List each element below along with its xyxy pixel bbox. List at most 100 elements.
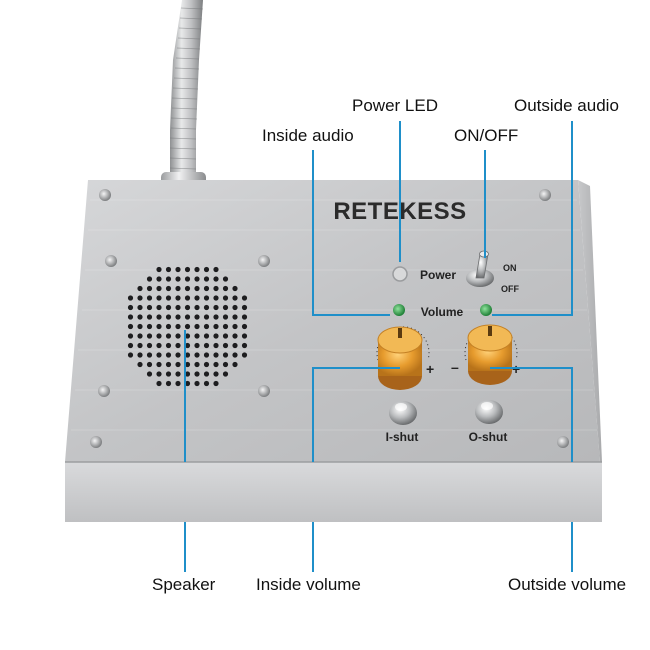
inside-audio-led [393, 304, 405, 316]
speaker-hole [165, 361, 172, 368]
speaker-hole [137, 333, 143, 339]
speaker-hole [146, 361, 153, 368]
speaker-hole [184, 304, 191, 311]
speaker-hole [165, 371, 172, 377]
speaker-hole [127, 314, 134, 320]
speaker-hole [175, 352, 181, 358]
speaker-hole [194, 266, 200, 273]
speaker-hole [194, 342, 200, 349]
speaker-hole [184, 323, 191, 330]
screw-icon [105, 255, 117, 267]
speaker-hole [137, 361, 143, 368]
outside-volume-knob[interactable] [464, 324, 518, 385]
speaker-hole [127, 342, 134, 349]
o-shut-button[interactable] [475, 400, 503, 424]
power-toggle-switch[interactable] [466, 250, 494, 287]
speaker-hole [213, 276, 219, 282]
speaker-hole [156, 371, 162, 377]
i-shut-button[interactable] [389, 401, 417, 425]
speaker-hole [165, 276, 172, 282]
speaker-hole [222, 276, 229, 282]
speaker-hole [165, 323, 172, 330]
speaker-hole [127, 295, 134, 301]
i-shut-label: I-shut [386, 430, 419, 444]
speaker-hole [232, 323, 238, 330]
speaker-hole [203, 380, 210, 387]
speaker-hole [222, 314, 229, 320]
speaker-hole [222, 342, 229, 349]
speaker-hole [203, 295, 210, 301]
speaker-hole [232, 342, 238, 349]
callout-lines-foreground [184, 180, 573, 462]
speaker-hole [146, 276, 153, 282]
speaker-hole [184, 342, 191, 349]
speaker-hole [146, 295, 153, 301]
speaker-hole [127, 323, 134, 330]
screw-icon [258, 255, 270, 267]
speaker-hole [232, 352, 238, 358]
speaker-hole [165, 352, 172, 358]
speaker-hole [184, 371, 191, 377]
speaker-hole [156, 295, 162, 301]
speaker-hole [213, 295, 219, 301]
speaker-hole [203, 304, 210, 311]
intercom-device: RETEKESS Power ON OFF Volume – + [65, 180, 602, 522]
device-right-side [578, 180, 602, 462]
speaker-hole [213, 314, 219, 320]
speaker-hole [137, 342, 143, 349]
callout-inside-volume: Inside volume [256, 575, 361, 594]
speaker-hole [222, 352, 229, 358]
speaker-hole [156, 304, 162, 311]
speaker-hole [165, 333, 172, 339]
callout-power-led: Power LED [352, 96, 438, 115]
screw-icon [557, 436, 569, 448]
inside-volume-plus: + [426, 361, 434, 377]
speaker-hole [203, 314, 210, 320]
speaker-hole [194, 295, 200, 301]
speaker-hole [232, 333, 238, 339]
speaker-hole [127, 304, 134, 311]
speaker-hole [156, 266, 162, 273]
speaker-hole [222, 333, 229, 339]
screw-icon [90, 436, 102, 448]
power-label: Power [420, 268, 456, 282]
speaker-hole [241, 304, 248, 311]
speaker-hole [156, 285, 162, 292]
callout-speaker: Speaker [152, 575, 216, 594]
speaker-hole [127, 352, 134, 358]
speaker-hole [213, 304, 219, 311]
speaker-hole [156, 333, 162, 339]
speaker-hole [194, 276, 200, 282]
speaker-hole [213, 342, 219, 349]
speaker-hole [184, 285, 191, 292]
device-top-panel [65, 180, 600, 462]
speaker-hole [137, 285, 143, 292]
speaker-hole [165, 266, 172, 273]
speaker-hole [175, 342, 181, 349]
speaker-hole [137, 295, 143, 301]
speaker-hole [127, 333, 134, 339]
outside-volume-minus: – [451, 359, 459, 375]
speaker-hole [156, 276, 162, 282]
speaker-hole [213, 380, 219, 387]
power-led-indicator [392, 266, 408, 282]
speaker-hole [194, 314, 200, 320]
speaker-hole [175, 304, 181, 311]
speaker-hole [232, 304, 238, 311]
speaker-hole [175, 333, 181, 339]
speaker-hole [146, 371, 153, 377]
speaker-hole [165, 380, 172, 387]
speaker-hole [222, 285, 229, 292]
speaker-hole [203, 361, 210, 368]
speaker-hole [213, 285, 219, 292]
speaker-hole [241, 295, 248, 301]
speaker-hole [232, 285, 238, 292]
speaker-hole [175, 285, 181, 292]
speaker-hole [137, 352, 143, 358]
speaker-hole [222, 295, 229, 301]
screw-icon [539, 189, 551, 201]
panel-screws [90, 189, 569, 448]
speaker-hole [194, 361, 200, 368]
o-shut-label: O-shut [469, 430, 508, 444]
